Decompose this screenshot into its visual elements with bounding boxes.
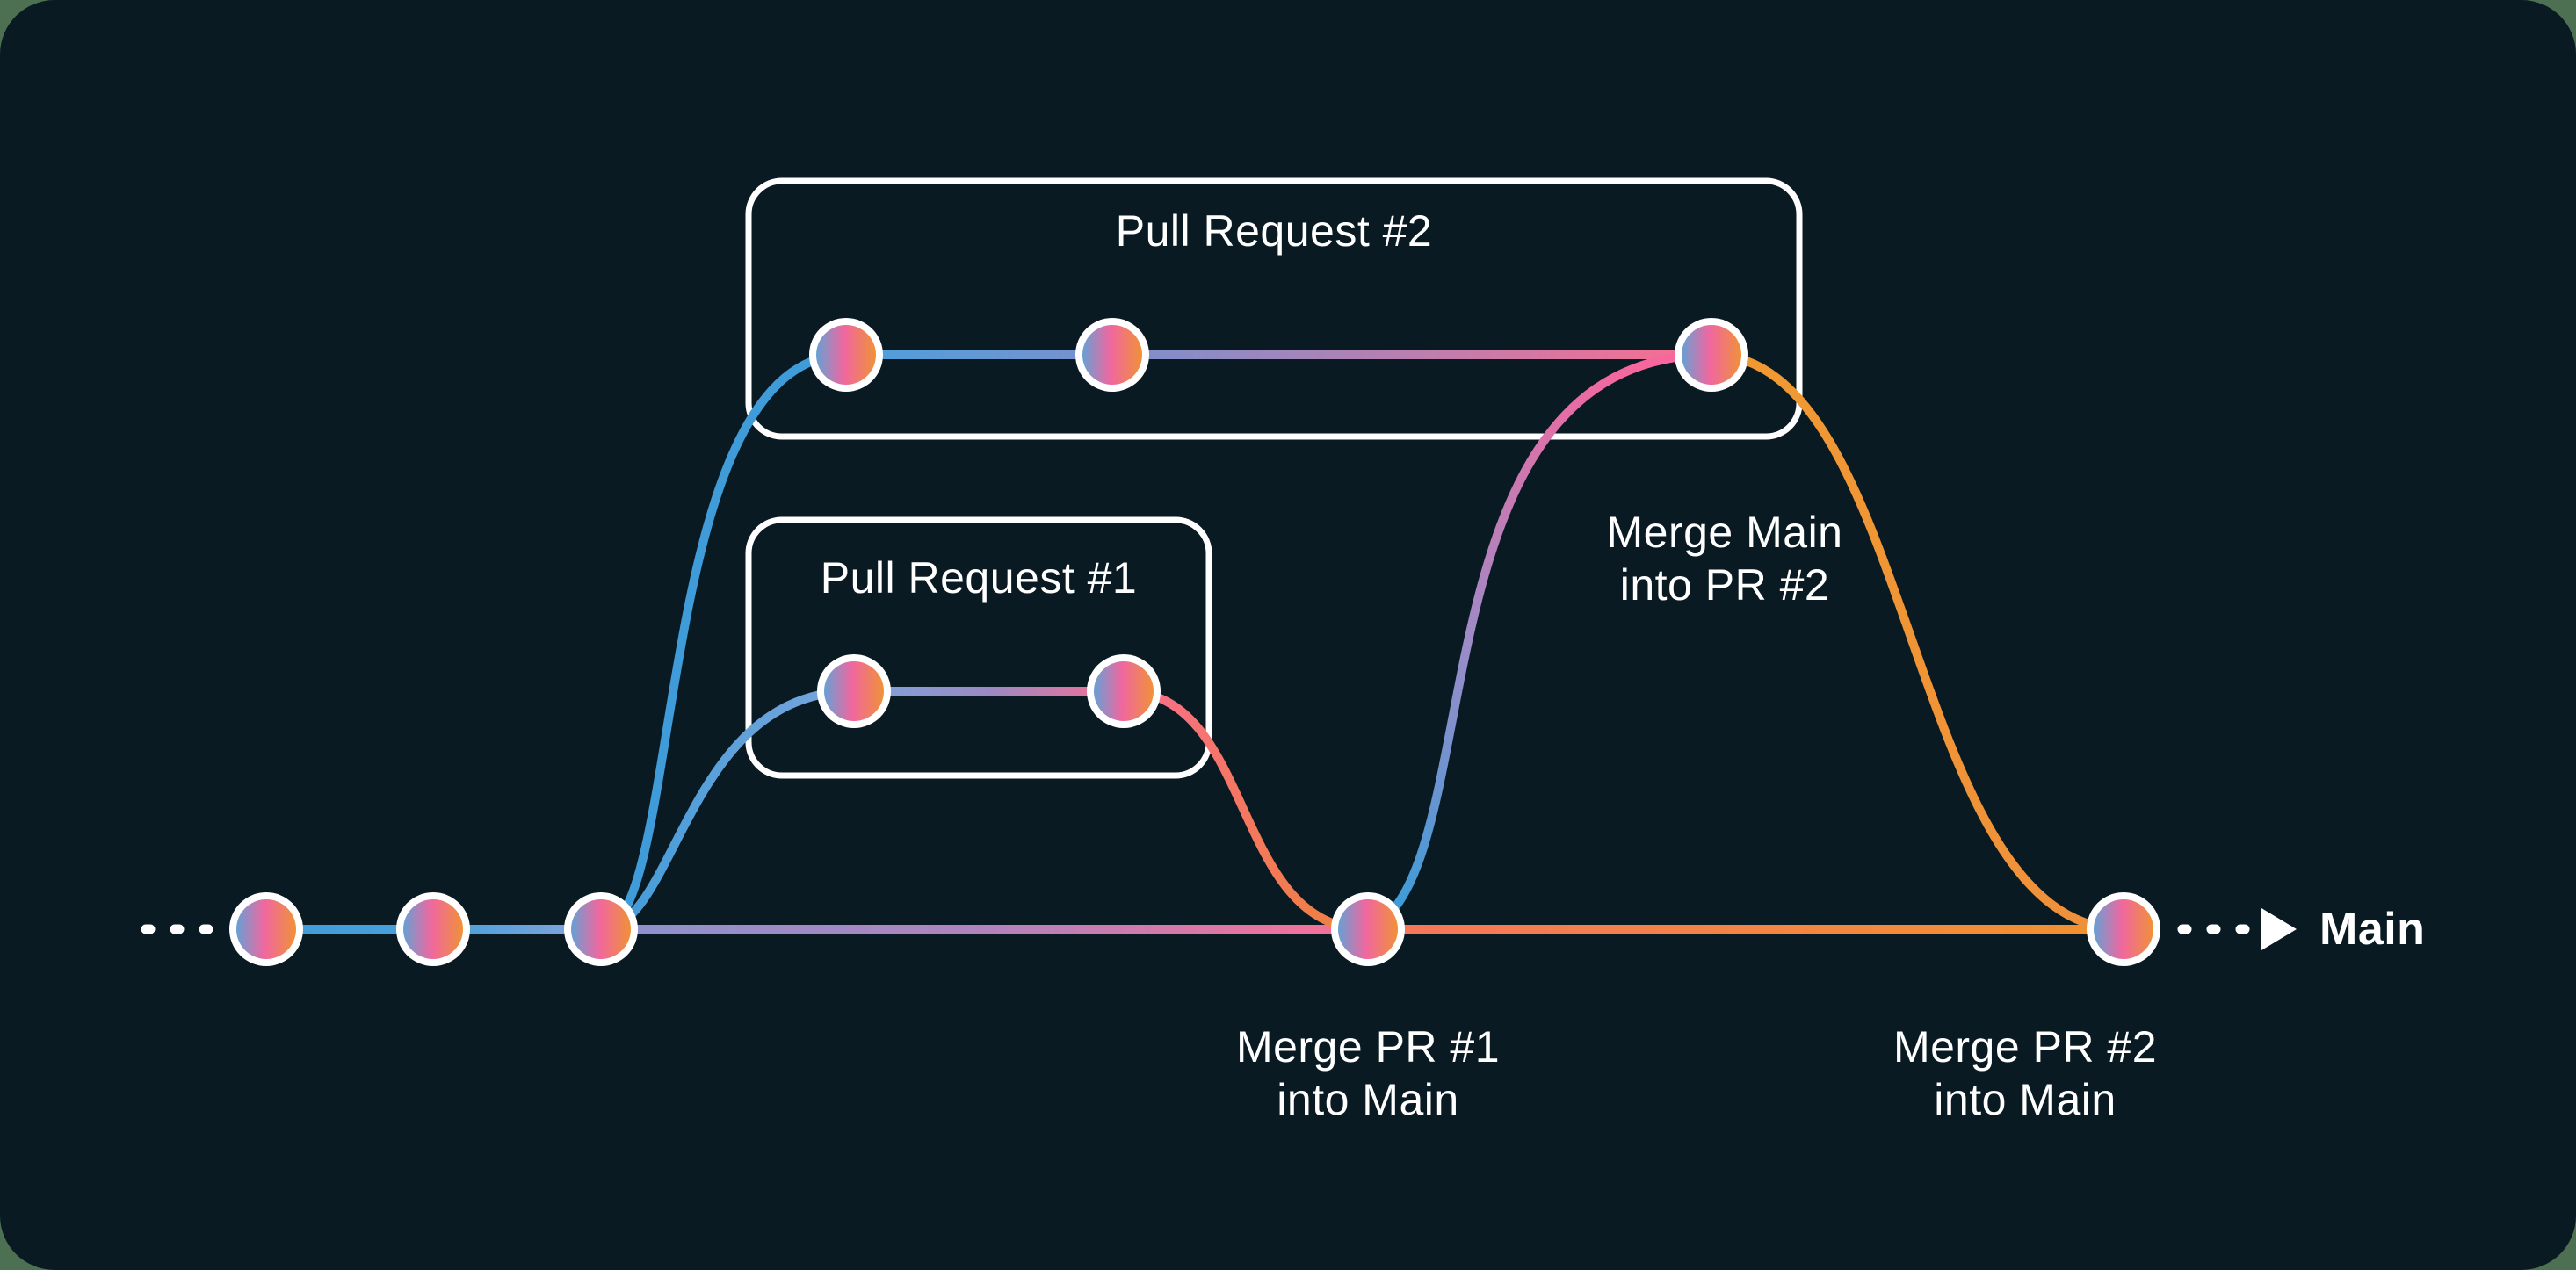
pr2-branch-riser bbox=[597, 350, 850, 934]
main-commit-1 bbox=[229, 892, 303, 966]
merge-pr2-into-main-label: Merge PR #2 into Main bbox=[1893, 1022, 2157, 1124]
pr1-commit-1 bbox=[817, 654, 891, 728]
merge-main-into-pr2-label-line2: into PR #2 bbox=[1620, 560, 1829, 610]
pr1-branch-riser bbox=[597, 687, 858, 934]
pr1-box bbox=[745, 516, 1212, 779]
main-commit-2 bbox=[396, 892, 470, 966]
merge-pr1-commit bbox=[1331, 892, 1405, 966]
merge-pr2-into-main-label-line2: into Main bbox=[1934, 1075, 2116, 1124]
merge-main-into-pr2-curve bbox=[1364, 350, 1716, 934]
commit-nodes bbox=[229, 318, 2160, 966]
pr1-merge-curve bbox=[1119, 687, 1372, 934]
merge-pr1-into-main-label-line2: into Main bbox=[1277, 1075, 1458, 1124]
merge-pr2-commit bbox=[2087, 892, 2160, 966]
merge-main-into-pr2-label: Merge Main into PR #2 bbox=[1607, 508, 1843, 610]
pr2-box-title: Pull Request #2 bbox=[1116, 206, 1433, 256]
main-commit-3-branch-point bbox=[564, 892, 638, 966]
pr2-commit-1 bbox=[809, 318, 883, 392]
merge-pr1-into-main-label-line1: Merge PR #1 bbox=[1236, 1022, 1500, 1072]
pr1-box-title: Pull Request #1 bbox=[821, 553, 1138, 603]
merge-pr2-into-main-label-line1: Merge PR #2 bbox=[1893, 1022, 2157, 1072]
arrow-right-icon bbox=[2261, 908, 2297, 950]
pr2-merge-curve bbox=[1707, 350, 2128, 934]
pr2-commit-2 bbox=[1075, 318, 1149, 392]
merge-main-into-pr2-label-line1: Merge Main bbox=[1607, 508, 1843, 557]
merge-main-into-pr2-commit bbox=[1675, 318, 1748, 392]
pr1-commit-2 bbox=[1087, 654, 1161, 728]
pr2-box bbox=[745, 177, 1803, 440]
main-branch-label: Main bbox=[2319, 904, 2425, 955]
merge-pr1-into-main-label: Merge PR #1 into Main bbox=[1236, 1022, 1500, 1124]
